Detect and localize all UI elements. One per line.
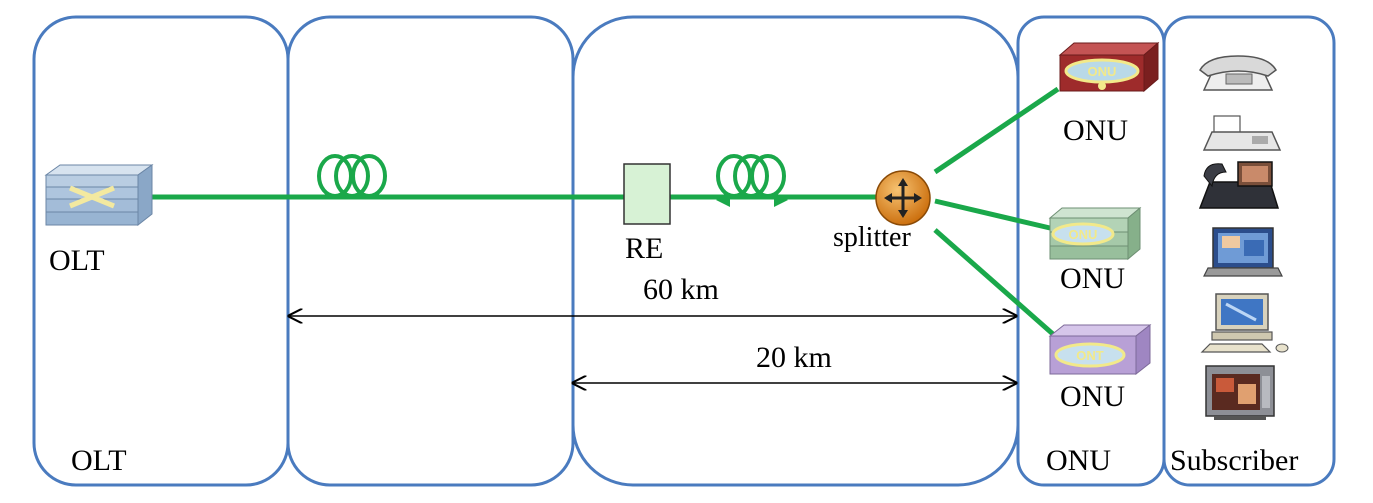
video-phone-icon [1198,161,1280,209]
onu-device-icon-3: ONT [1048,323,1152,376]
onu-box-text-3: ONT [1076,348,1104,363]
desktop-computer-icon [1200,293,1289,353]
television-icon [1205,365,1275,420]
fiber-drop-bottom [933,228,1056,337]
olt-device-label: OLT [49,244,105,277]
laptop-icon [1203,227,1283,277]
onu-region-label: ONU [1046,444,1111,477]
fiber-drop-top [933,86,1060,175]
olt-region-label: OLT [71,444,127,477]
onu-label-2: ONU [1060,262,1125,295]
splitter-icon [875,170,931,226]
distance-label-20km: 20 km [756,341,832,374]
onu-box-text-2: ONU [1069,227,1098,242]
subscriber-region-label: Subscriber [1170,444,1298,477]
re-box [623,163,671,225]
re-label: RE [625,232,663,265]
fiber-spool-distribution [716,154,786,198]
fiber-drop-middle [934,198,1051,231]
onu-box-text-1: ONU [1088,64,1117,79]
onu-label-3: ONU [1060,380,1125,413]
onu-device-icon-2: ONU [1048,206,1142,261]
spool-arrow-right [774,193,788,207]
splitter-label: splitter [833,222,911,253]
onu-device-icon-1: ONU [1058,41,1160,93]
fiber-spool-feeder [317,154,387,198]
telephone-icon [1199,55,1277,91]
spool-arrow-left [716,193,730,207]
subscriber-region-panel [1162,15,1336,487]
olt-device-icon [44,164,154,227]
onu-label-1: ONU [1063,114,1128,147]
feeder-region-panel [286,15,575,487]
distance-label-60km: 60 km [643,273,719,306]
fax-icon [1202,115,1282,151]
